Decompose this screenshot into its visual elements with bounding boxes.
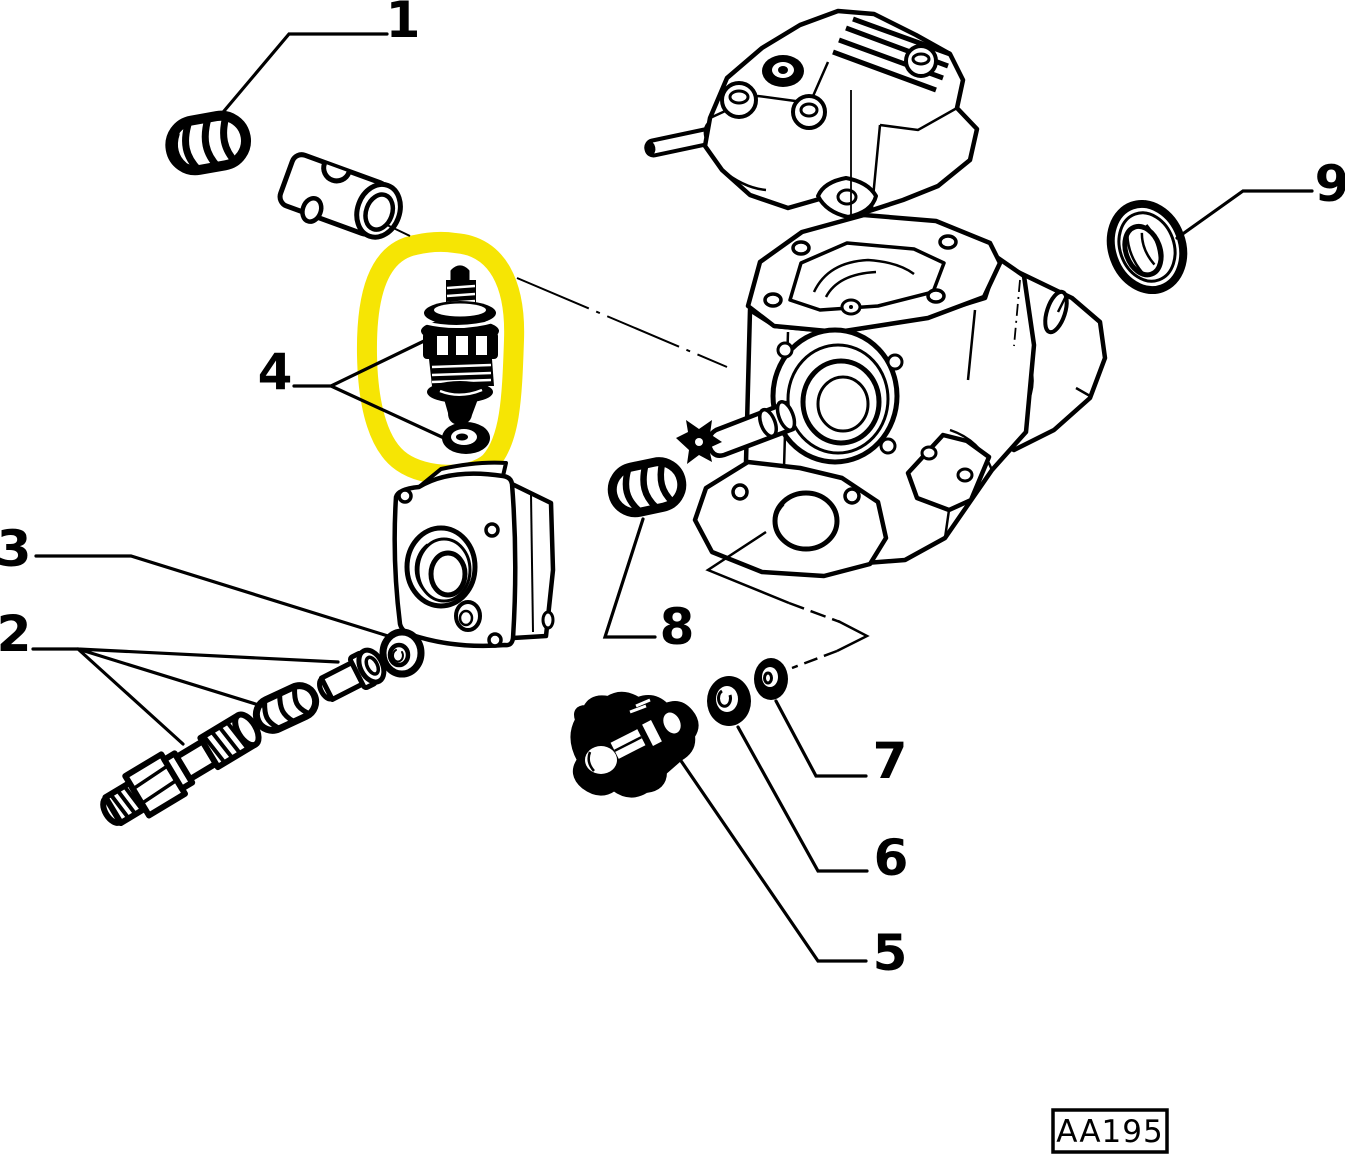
callout-label-8: 8 — [660, 598, 695, 656]
leader-line-9 — [1175, 189, 1314, 240]
part-6-washer — [707, 676, 751, 726]
leader-line-5 — [675, 753, 868, 963]
axis-dash-dot-line — [516, 277, 728, 368]
leader-line-1 — [217, 32, 389, 119]
sleeve-part — [277, 152, 403, 240]
part-2-spring — [252, 682, 320, 734]
leader-line-7 — [774, 699, 868, 778]
callout-label-1: 1 — [386, 0, 421, 49]
callout-label-6: 6 — [874, 829, 909, 887]
code-box-frame — [1051, 1108, 1169, 1154]
leader-line-8 — [602, 517, 657, 639]
front-cover-housing — [392, 460, 556, 649]
leader-line-3 — [34, 554, 390, 638]
leader-line-6 — [736, 725, 869, 873]
part-4-solenoid-valve — [421, 265, 499, 425]
highlight-ring — [356, 231, 525, 485]
code-box-label: AA195 — [1056, 1114, 1163, 1150]
part-1-spring — [165, 110, 251, 176]
part-7-washer — [754, 658, 788, 700]
governor-cover — [644, 8, 980, 219]
code-box: AA195 — [1051, 1108, 1169, 1154]
part-3-washer — [379, 628, 425, 678]
part-2-fitting — [317, 647, 387, 702]
leader-line-4 — [292, 339, 446, 440]
axis-tick — [384, 223, 411, 237]
part-8-spring — [607, 457, 687, 518]
drive-shaft — [676, 400, 797, 464]
part-5-valve — [570, 691, 699, 798]
part-9-seal-ring — [1106, 199, 1188, 295]
callout-label-9: 9 — [1315, 155, 1345, 213]
pump-body — [676, 212, 1108, 579]
callout-label-2: 2 — [0, 605, 31, 663]
callout-label-7: 7 — [873, 732, 908, 790]
part-2-union-bolt — [100, 711, 262, 827]
leader-line-2 — [31, 647, 340, 746]
part-4-o-ring — [442, 422, 490, 454]
callout-label-3: 3 — [0, 520, 31, 578]
dashed-assembly-arrows — [705, 530, 870, 670]
callout-label-5: 5 — [873, 924, 908, 982]
callout-label-4: 4 — [258, 343, 293, 401]
